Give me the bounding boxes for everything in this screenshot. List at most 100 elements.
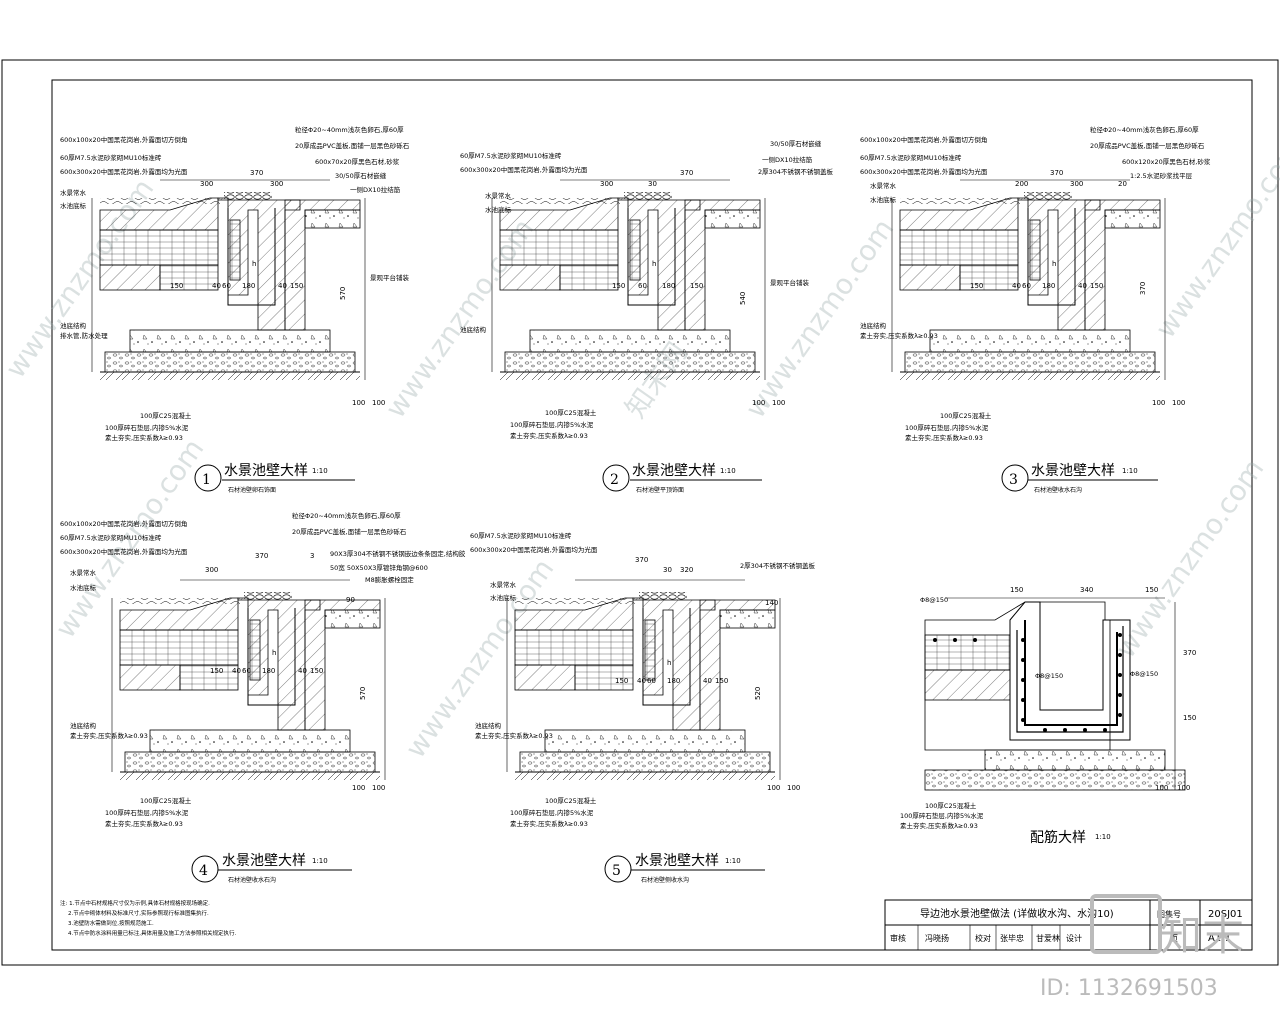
detail-4-subtitle: 石材池壁收水石沟 — [228, 876, 276, 884]
detail-4-label: 100厚碎石垫层,内掺5%水泥 — [105, 808, 189, 817]
detail-1-label: 30/50厚石材嵌缝 — [335, 171, 387, 180]
detail-2-label: 池底结构 — [460, 325, 487, 334]
detail-1-label: 20厚成品PVC盖板,面铺一层黑色砂砾石 — [295, 141, 410, 150]
page-number: A1-1 — [1208, 933, 1231, 944]
drawing-title: 导边池水景池壁做法 (详做收水沟、水沟10) — [920, 907, 1114, 920]
detail-3-subtitle: 石材池壁收水石沟 — [1034, 486, 1082, 494]
detail-4-dim: 300 — [205, 566, 218, 574]
detail-2-label: 水池底标 — [485, 205, 512, 214]
detail-2-label: 水景常水 — [485, 191, 512, 200]
detail-1-subtitle: 石材池壁卵石饰面 — [228, 486, 276, 494]
detail-3-dim: 20 — [1118, 180, 1127, 188]
detail-4-label: 60厚M7.5水泥砂浆砌MU10标准砖 — [60, 533, 162, 542]
detail-3-label: 素土夯实,压实系数λ≥0.93 — [860, 331, 938, 340]
detail-1-label: 水池底标 — [60, 201, 87, 210]
detail-5-dim: 100 — [787, 784, 800, 792]
detail-3-dim: 180 — [1042, 282, 1055, 290]
detail-5-scale: 1:10 — [725, 857, 741, 865]
detail-4-number-circle — [191, 855, 219, 883]
detail-5-dim: h — [667, 659, 671, 667]
design-label: 设计 — [1066, 933, 1082, 943]
detail-3-dim: 370 — [1139, 282, 1147, 295]
detail-reinforcement-label: 100厚C25混凝土 — [925, 801, 977, 810]
detail-5-dim: 60 — [647, 677, 656, 685]
drawing-no-label: 图集号 — [1157, 909, 1181, 919]
detail-1-dim: 40 — [278, 282, 287, 290]
detail-3-label: 600x300x20中国黑花岗岩,外露面均为光面 — [860, 167, 988, 176]
check-name: 张毕忠 — [1000, 933, 1024, 943]
detail-2-dim: 370 — [680, 169, 693, 177]
detail-5-label: 素土夯实,压实系数λ≥0.93 — [475, 731, 553, 740]
detail-5-label: 60厚M7.5水泥砂浆砌MU10标准砖 — [470, 531, 572, 540]
note-line: 4.节点中防水涂料用量已标注,具体用量及施工方法参照相关规定执行. — [68, 929, 236, 937]
check-label: 校对 — [975, 933, 991, 943]
detail-reinforcement-label: Φ8@150 — [1130, 670, 1158, 678]
detail-3-label: 600x120x20厚黑色石材,砂浆 — [1122, 157, 1211, 166]
detail-1-label: 素土夯实,压实系数λ≥0.93 — [105, 433, 183, 442]
detail-4-dim: 60 — [242, 667, 251, 675]
detail-reinforcement-dim: 150 — [1010, 586, 1023, 594]
detail-reinforcement-scale: 1:10 — [1095, 833, 1111, 841]
detail-2-label: 60厚M7.5水泥砂浆砌MU10标准砖 — [460, 151, 562, 160]
detail-2-scale: 1:10 — [720, 467, 736, 475]
detail-reinforcement-dim: 150 — [1183, 714, 1196, 722]
page-label: 页 — [1170, 934, 1178, 943]
detail-2-subtitle: 石材池壁平顶饰面 — [636, 486, 684, 494]
detail-4-dim: 180 — [262, 667, 275, 675]
detail-2-dim: 100 — [772, 399, 785, 407]
detail-1-dim: 300 — [270, 180, 283, 188]
detail-5-dim: 180 — [667, 677, 680, 685]
detail-1-dim: 570 — [339, 287, 347, 300]
detail-3-label: 水景常水 — [870, 181, 897, 190]
detail-1-label: 100厚C25混凝土 — [140, 411, 192, 420]
detail-2-dim: 300 — [600, 180, 613, 188]
detail-1-label: 景观平台铺装 — [370, 273, 410, 282]
detail-3-label: 池底结构 — [860, 321, 887, 330]
detail-2-dim: 100 — [752, 399, 765, 407]
detail-5-label: 池底结构 — [475, 721, 502, 730]
detail-1-dim: 150 — [290, 282, 303, 290]
detail-1-label: 100厚碎石垫层,内掺5%水泥 — [105, 423, 189, 432]
detail-2-label: 2厚304不锈钢不锈钢盖板 — [758, 167, 834, 176]
detail-3-dim: 100 — [1152, 399, 1165, 407]
detail-2-title: 水景池壁大样 — [632, 463, 716, 479]
detail-1-dim: 40 — [212, 282, 221, 290]
detail-reinforcement-dim: 100 — [1155, 784, 1168, 792]
brand-watermark: 知末 ID: 1132691503 — [1040, 894, 1244, 1001]
sign-name: 甘爱林 — [1036, 933, 1060, 943]
detail-3-dim: 60 — [1022, 282, 1031, 290]
detail-4-dim: 90 — [346, 596, 355, 604]
review-name: 冯晓扬 — [925, 933, 949, 943]
detail-1-dim: 300 — [200, 180, 213, 188]
detail-1-title: 水景池壁大样 — [224, 463, 308, 479]
detail-5-title: 水景池壁大样 — [635, 853, 719, 869]
detail-reinforcement-label: Φ8@150 — [920, 596, 948, 604]
detail-5-label: 100厚碎石垫层,内掺5%水泥 — [510, 808, 594, 817]
detail-2-dim: h — [652, 260, 656, 268]
detail-5-dim: 320 — [680, 566, 693, 574]
detail-1: 600x100x20中国黑花岗岩,外露面切方倒角 60厚M7.5水泥砂浆砌MU1… — [60, 125, 410, 494]
detail-4-label: 100厚C25混凝土 — [140, 796, 192, 805]
detail-2-label: 100厚C25混凝土 — [545, 408, 597, 417]
detail-1-dim: h — [252, 260, 256, 268]
detail-2: 60厚M7.5水泥砂浆砌MU10标准砖 600x300x20中国黑花岗岩,外露面… — [460, 139, 834, 494]
detail-4-dim: h — [272, 649, 276, 657]
detail-5-dim: 370 — [635, 556, 648, 564]
detail-4-label: 90X3厚304不锈钢不锈钢嵌边条条固定,结构胶 — [330, 549, 466, 558]
detail-4-dim: 40 — [232, 667, 241, 675]
sheet-border-outer — [1, 59, 1279, 966]
detail-4-number: 4 — [199, 863, 208, 879]
note-line: 3.池壁防水需做到位,按照规范施工. — [68, 919, 154, 927]
detail-5-number: 5 — [612, 863, 621, 879]
detail-1-dim: 60 — [222, 282, 231, 290]
detail-3-label: 20厚成品PVC盖板,面铺一层黑色砂砾石 — [1090, 141, 1205, 150]
detail-2-dim: 60 — [638, 282, 647, 290]
detail-1-label: 一侧DX10拉结筋 — [350, 185, 401, 194]
detail-3-label: 60厚M7.5水泥砂浆砌MU10标准砖 — [860, 153, 962, 162]
detail-1-label: 粒径Φ20~40mm浅灰色卵石,厚60厚 — [295, 125, 404, 134]
detail-4-label: 600x300x20中国黑花岗岩,外露面均为光面 — [60, 547, 188, 556]
detail-4-label: M8膨胀螺栓固定 — [365, 575, 414, 584]
detail-3-dim: 370 — [1050, 169, 1063, 177]
detail-2-label: 600x300x20中国黑花岗岩,外露面均为光面 — [460, 165, 588, 174]
detail-5-label: 600x300x20中国黑花岗岩,外露面均为光面 — [470, 545, 598, 554]
